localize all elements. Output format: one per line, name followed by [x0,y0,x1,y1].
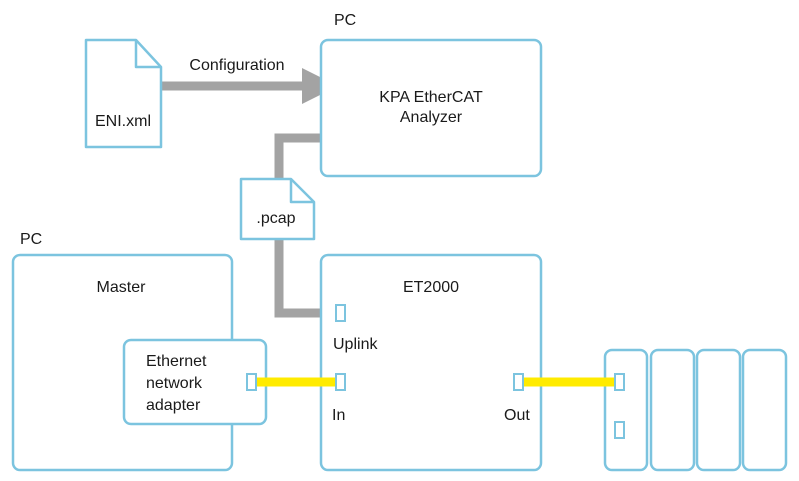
slave-module-2 [649,348,696,472]
uplink-port-label: Uplink [333,336,378,353]
adapter-label-line2: network [146,375,203,392]
analyzer-box [319,38,543,178]
out-port [513,373,524,391]
analyzer-label-line2: Analyzer [400,109,463,126]
et2000-box [319,253,543,472]
slave-in-port [614,373,625,391]
slave-module-3 [695,348,742,472]
out-port-label: Out [504,407,530,424]
adapter-label-line3: adapter [146,397,201,414]
pc-label-left: PC [20,231,42,248]
eni-file-icon [84,38,163,149]
in-port [335,373,346,391]
in-port-label: In [332,407,345,424]
slave-out-port [614,421,625,439]
analyzer-label-line1: KPA EtherCAT [379,89,483,106]
pcap-file-label: .pcap [256,210,295,227]
slave-module-4 [741,348,788,472]
slave-module-1 [603,348,649,472]
pcap-file-icon [239,177,316,241]
et2000-label: ET2000 [403,279,459,296]
master-label: Master [97,279,147,296]
adapter-port [246,373,257,391]
uplink-port [335,304,346,322]
eni-file-label: ENI.xml [95,113,151,130]
configuration-label: Configuration [189,57,284,74]
adapter-label-line1: Ethernet [146,353,207,370]
pc-label-top: PC [334,12,356,29]
